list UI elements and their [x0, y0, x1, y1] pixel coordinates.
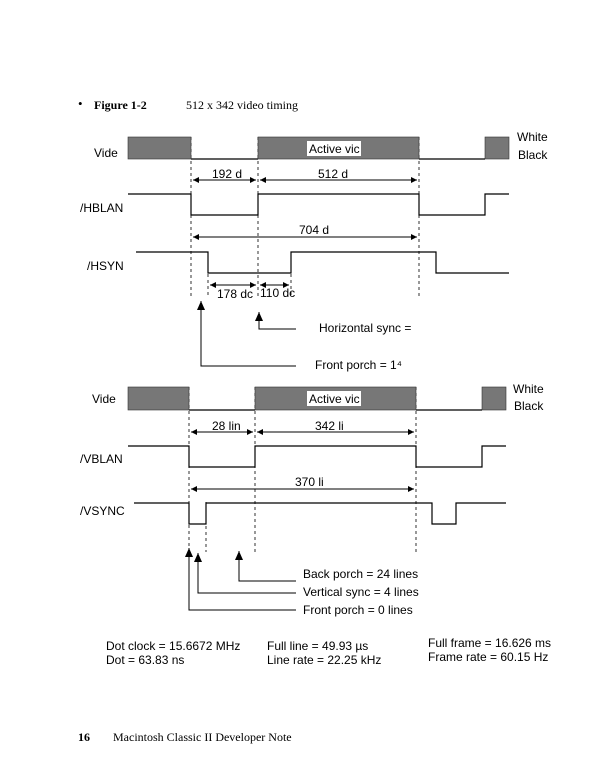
video-signal-label: Vide [94, 146, 118, 160]
front-porch-callout: Front porch = 1⁴ [315, 358, 402, 372]
spec-frame-rate: Frame rate = 60.15 Hz [428, 650, 548, 664]
front-porch-callout-line [200, 301, 296, 367]
arrowhead [194, 553, 202, 562]
hblank-signal-label: /HBLAN [80, 201, 123, 215]
document-title: Macintosh Classic II Developer Note [113, 730, 292, 744]
hsync-signal-label: /HSYN [87, 259, 124, 273]
video-active-bar [481, 386, 507, 411]
hblank-waveform [128, 193, 509, 216]
figure-bullet: • [78, 96, 83, 111]
front-porch-callout-line [188, 548, 296, 611]
video-active-bar [127, 386, 190, 411]
dim-28-label: 28 lin [212, 419, 241, 433]
dim-342-label: 342 li [315, 419, 344, 433]
dim-704-label: 704 d [299, 223, 329, 237]
back-porch-callout-line [238, 551, 296, 582]
dim-512-label: 512 d [318, 167, 348, 181]
spec-dot-clock: Dot clock = 15.6672 MHz [106, 639, 240, 653]
active-video-label: Active vic [309, 392, 360, 406]
spec-full-line: Full line = 49.93 µs [267, 639, 368, 653]
vertical-sync-callout: Vertical sync = 4 lines [303, 585, 419, 599]
video-signal-label: Vide [92, 392, 116, 406]
vblank-signal-label: /VBLAN [80, 452, 123, 466]
white-level-label: White [513, 382, 544, 396]
dim-192-label: 192 d [212, 167, 242, 181]
vblank-waveform [128, 445, 506, 468]
dim-110-label: 110 dc [260, 286, 295, 300]
vsync-waveform [134, 502, 506, 525]
spec-line-rate: Line rate = 22.25 kHz [267, 653, 381, 667]
arrowhead [197, 301, 205, 310]
back-porch-callout: Back porch = 24 lines [303, 567, 418, 581]
spec-full-frame: Full frame = 16.626 ms [428, 636, 551, 650]
spec-dot: Dot = 63.83 ns [106, 653, 184, 667]
active-video-label: Active vic [309, 142, 360, 156]
vsync-callout-line [197, 553, 296, 594]
active-label-bg [307, 141, 361, 156]
hsync-waveform [136, 251, 509, 274]
video-active-bar [484, 136, 510, 160]
arrowhead [260, 282, 289, 288]
figure-title: 512 x 342 video timing [186, 98, 298, 112]
video-active-bar [127, 136, 192, 160]
active-label-bg [307, 391, 361, 406]
dim-178-label: 178 dc [217, 287, 253, 301]
vsync-signal-label: /VSYNC [80, 504, 125, 518]
black-level-label: Black [518, 148, 548, 162]
black-level-label: Black [514, 399, 544, 413]
figure-label: Figure 1-2 [94, 98, 147, 112]
page-number: 16 [78, 730, 90, 744]
front-porch-callout: Front porch = 0 lines [303, 603, 413, 617]
arrowhead [185, 548, 193, 557]
horizontal-sync-callout: Horizontal sync = [319, 321, 411, 335]
white-level-label: White [517, 130, 548, 144]
arrowhead [235, 551, 243, 560]
dim-370-label: 370 li [295, 475, 324, 489]
hsync-callout-line [258, 312, 296, 330]
arrowhead [255, 312, 263, 321]
